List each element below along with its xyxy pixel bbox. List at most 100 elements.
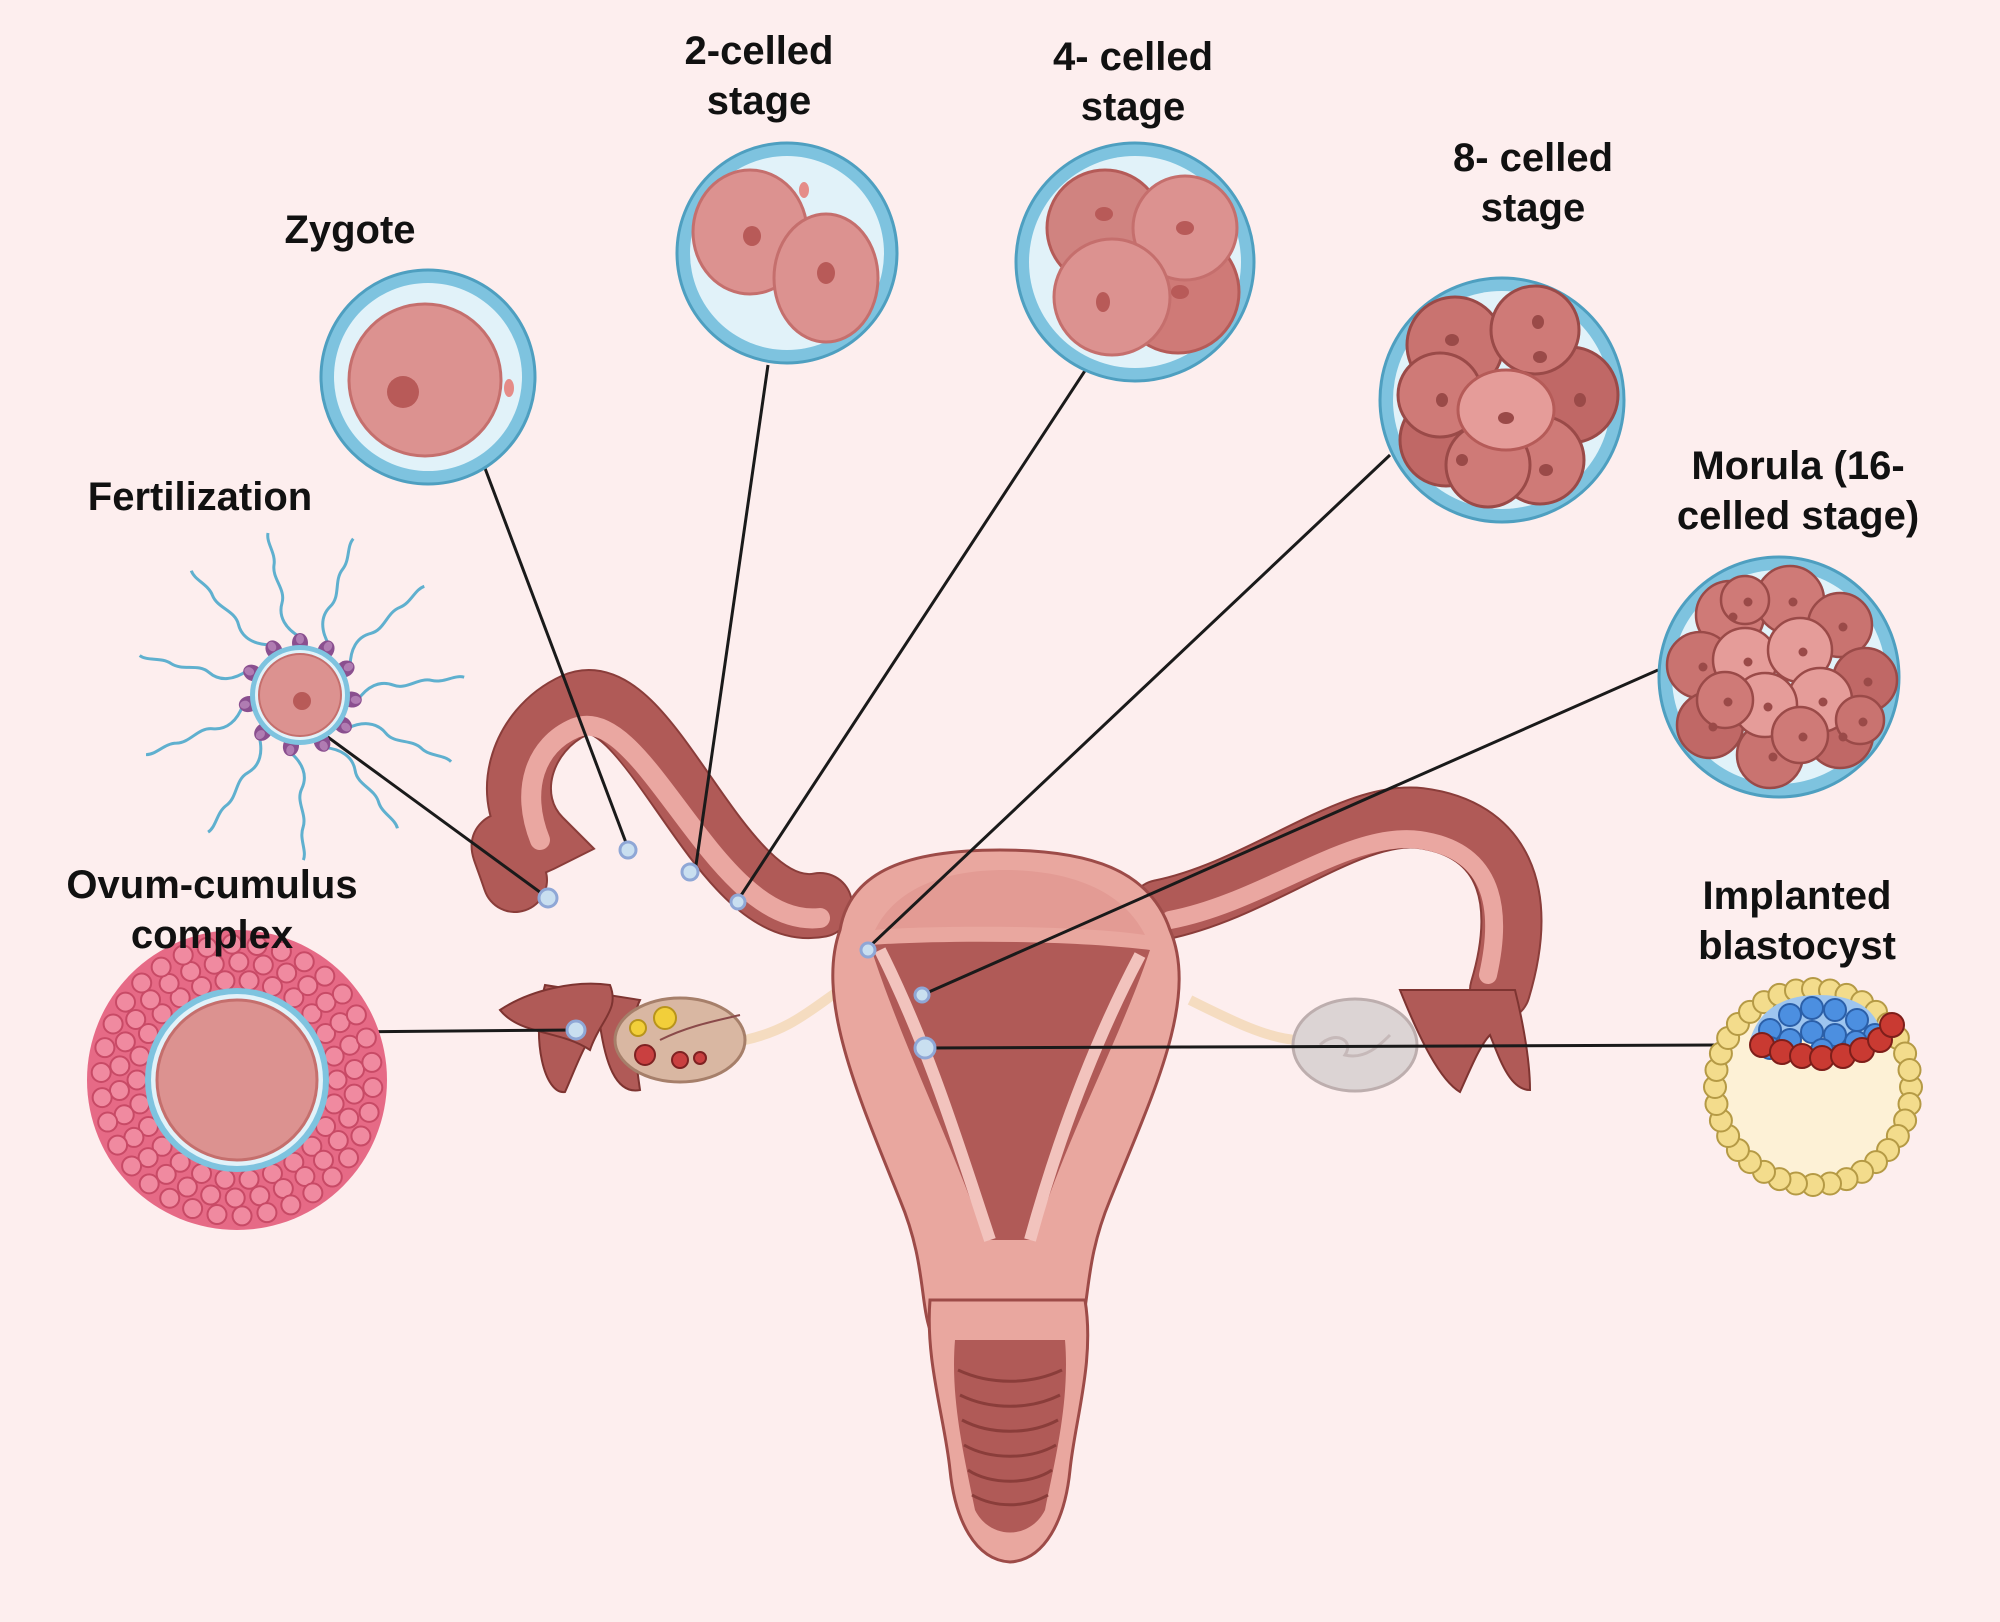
cumulus-cell [151, 1135, 173, 1157]
cumulus-cell [138, 1173, 160, 1195]
cumulus-cell [338, 1107, 360, 1129]
cumulus-cell [214, 1168, 236, 1190]
cumulus-cell [323, 1093, 345, 1115]
cumulus-cell [91, 1087, 113, 1109]
cumulus-cell [155, 1163, 177, 1185]
cumulus-cell [297, 975, 319, 997]
cumulus-cell [114, 991, 136, 1013]
cumulus-cell [344, 1058, 366, 1080]
cumulus-cell [176, 1176, 198, 1198]
cumulus-cell [302, 1182, 324, 1204]
leader-four-cell [736, 359, 1094, 901]
cumulus-cell [140, 989, 162, 1011]
cumulus-cell [350, 1125, 372, 1147]
cumulus-cell [294, 1166, 316, 1188]
cumulus-cell [169, 987, 191, 1009]
two-cell-stage-illustration [675, 141, 899, 365]
cumulus-cell [301, 1135, 323, 1157]
cumulus-cell [345, 1004, 367, 1026]
morula-cell-nucleus [1863, 677, 1873, 687]
cumulus-cell [172, 944, 194, 966]
cumulus-cell [361, 1051, 383, 1073]
leader-morula [921, 668, 1659, 997]
ovum-cumulus-complex-illustration [87, 930, 387, 1230]
cumulus-cell [252, 954, 274, 976]
cumulus-cell [108, 1080, 130, 1102]
cumulus-cell [321, 1166, 343, 1188]
cumulus-cell [326, 1069, 348, 1091]
cumulus-cell [182, 1198, 204, 1220]
cumulus-cell [224, 1187, 246, 1209]
cumulus-cell [200, 1184, 222, 1206]
morula-cell-nucleus [1838, 622, 1848, 632]
label-fertilization: Fertilization [87, 475, 313, 519]
morula-cell-nucleus [1708, 722, 1718, 732]
cumulus-cell [238, 1168, 260, 1190]
fertilization-illustration [137, 531, 466, 862]
morula-cell-nucleus [1818, 697, 1828, 707]
icm-blue-cell [1823, 998, 1847, 1022]
zygote-illustration [319, 268, 537, 486]
morula-cell-nucleus [1743, 597, 1753, 607]
icm-blue-cell [1778, 1003, 1802, 1027]
leader-lines [324, 359, 1719, 1050]
uterus-illustration [470, 669, 1543, 1564]
cumulus-cell [102, 1013, 124, 1035]
cumulus-cell [314, 965, 336, 987]
morula-cell-nucleus [1728, 612, 1738, 622]
cumulus-cell [125, 1008, 147, 1030]
cumulus-cell [280, 1194, 302, 1216]
cumulus-cell [228, 951, 250, 973]
cumulus-cell [150, 956, 172, 978]
trophoblast-cell [1897, 1057, 1922, 1082]
icm-blue-cell [1845, 1008, 1869, 1032]
cumulus-cell [238, 970, 260, 992]
cumulus-cell [362, 1077, 384, 1099]
cumulus-cell [206, 1204, 228, 1226]
cumulus-cell [293, 951, 315, 973]
cumulus-cell [169, 1151, 191, 1173]
morula-cell-nucleus [1858, 717, 1868, 727]
cumulus-cell [90, 1061, 112, 1083]
icm-blue-cell [1800, 1020, 1824, 1044]
cumulus-cell [256, 1202, 278, 1224]
cumulus-cell [137, 1147, 159, 1169]
icm-blue-cell [1800, 996, 1824, 1020]
cumulus-cell [121, 1155, 143, 1177]
morula-cell-nucleus [1723, 697, 1733, 707]
position-markers [537, 840, 937, 1060]
cumulus-cell [355, 1027, 377, 1049]
morula-cell-nucleus [1768, 752, 1778, 762]
cumulus-cell [301, 1003, 323, 1025]
cumulus-cell [129, 1045, 151, 1067]
cumulus-cell [338, 1147, 360, 1169]
cumulus-cell [158, 972, 180, 994]
cumulus-cell [343, 1083, 365, 1105]
cumulus-cell [270, 940, 292, 962]
cumulus-cell [231, 1205, 253, 1227]
cumulus-cell [114, 1031, 136, 1053]
cumulus-cell [151, 1003, 173, 1025]
cumulus-cell [107, 1134, 129, 1156]
cumulus-cell [315, 991, 337, 1013]
icm-red-cell [1879, 1012, 1905, 1038]
cumulus-cell [221, 933, 243, 955]
label-zygote: Zygote [284, 208, 416, 252]
leader-eight-cell [866, 453, 1392, 950]
leader-fertilization [324, 733, 549, 900]
morula-cell-nucleus [1798, 647, 1808, 657]
cumulus-cell [159, 1187, 181, 1209]
cumulus-cell [196, 936, 218, 958]
morula-cell-nucleus [1698, 662, 1708, 672]
cumulus-cell [283, 987, 305, 1009]
cumulus-cell [109, 1055, 131, 1077]
leader-two-cell [693, 364, 770, 873]
cumulus-cell [276, 962, 298, 984]
cumulus-cell [94, 1037, 116, 1059]
